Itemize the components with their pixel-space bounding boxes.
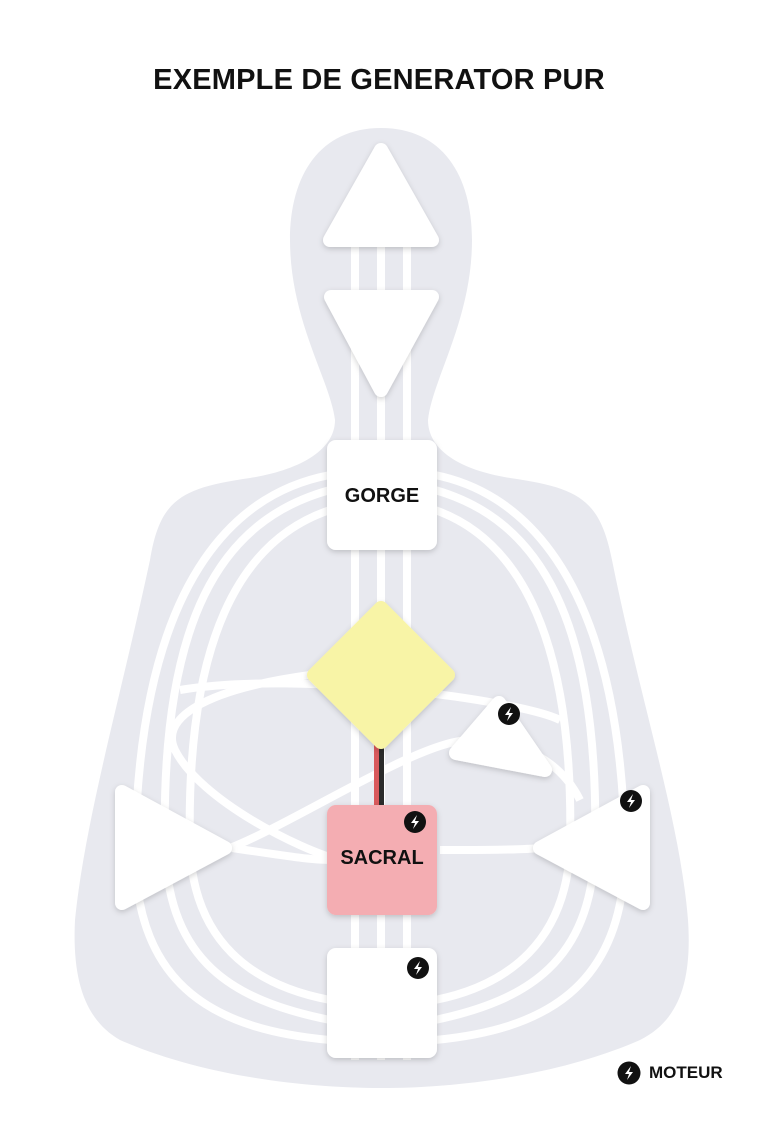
sacral-motor-bolt-icon — [404, 811, 426, 833]
throat-center[interactable] — [327, 440, 437, 550]
sacral-center[interactable] — [327, 805, 437, 915]
solar-plexus-center[interactable] — [533, 785, 650, 910]
legend-label: MOTEUR — [649, 1063, 723, 1082]
root-center[interactable] — [327, 948, 437, 1058]
root-motor-bolt-icon — [407, 957, 429, 979]
lightning-bolt-icon — [617, 1061, 641, 1085]
heart-motor-bolt-icon — [498, 703, 520, 725]
throat-label: GORGE — [345, 485, 419, 507]
page-title: EXEMPLE DE GENERATOR PUR — [153, 64, 605, 96]
heart-center[interactable] — [449, 696, 552, 777]
legend: MOTEUR — [617, 1061, 723, 1085]
sacral-label: SACRAL — [340, 847, 423, 869]
spleen-center[interactable] — [115, 785, 232, 910]
ajna-center[interactable] — [324, 290, 439, 397]
solar-plexus-motor-bolt-icon — [620, 790, 642, 812]
channel-g-sacral — [374, 740, 384, 808]
g-center[interactable] — [307, 601, 455, 749]
head-center[interactable] — [323, 143, 439, 247]
